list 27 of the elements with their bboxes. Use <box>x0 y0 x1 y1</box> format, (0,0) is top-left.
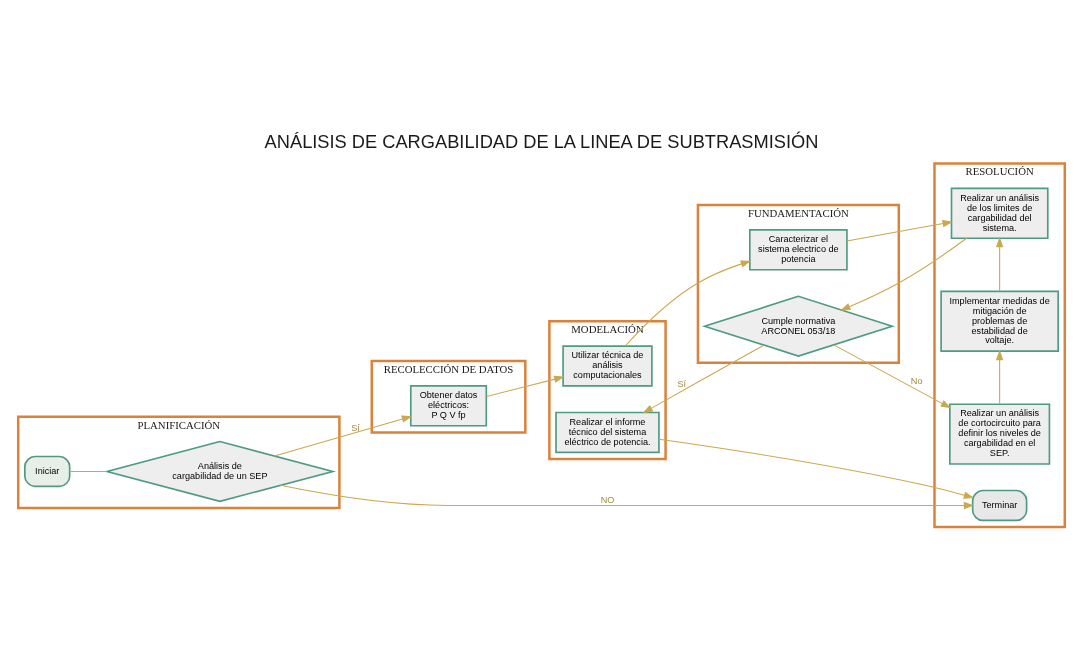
node-box: Utilizar técnica de análisis computacionales <box>562 345 653 387</box>
node-box: Iniciar <box>24 455 71 488</box>
arrow <box>995 236 1004 292</box>
node-box: Caracterizar el sistema electrico de potencia <box>749 229 848 271</box>
node-box: Realizar el informe técnico del sistema eléctrico de potencia. <box>555 411 660 454</box>
node-box: Implementar medidas de mitigación de problemas de estabilidad de voltaje. <box>940 290 1059 352</box>
diagram-title: ANÁLISIS DE CARGABILIDAD DE LA LINEA DE SUBTRASMISIÓN <box>264 131 819 153</box>
node-box: Obtener datos eléctricos: P Q V fp <box>409 385 488 427</box>
arrow <box>840 237 968 311</box>
node-diamond: Cumple normativa ARCONEL 053/18 <box>701 295 895 357</box>
edge-label: No <box>910 376 923 387</box>
connector <box>69 470 108 472</box>
arrow <box>642 344 765 414</box>
arrow <box>624 260 752 347</box>
arrow <box>279 484 975 510</box>
node-box: Realizar un análisis de los limites de cargabilidad del sistema. <box>950 187 1049 240</box>
arrow <box>833 344 952 409</box>
edge-label: NO <box>600 494 615 505</box>
node-box: Terminar <box>971 489 1028 522</box>
arrow <box>486 375 565 397</box>
arrow <box>658 438 975 499</box>
edge-label: Sí <box>351 422 360 433</box>
arrow <box>846 219 953 242</box>
node-box: Realizar un análisis de cortocircuito para definir los niveles de cargabilidad en el SEP. <box>949 403 1051 465</box>
edge-label: Sí <box>677 378 687 389</box>
arrow <box>273 415 413 457</box>
arrow <box>995 349 1004 405</box>
